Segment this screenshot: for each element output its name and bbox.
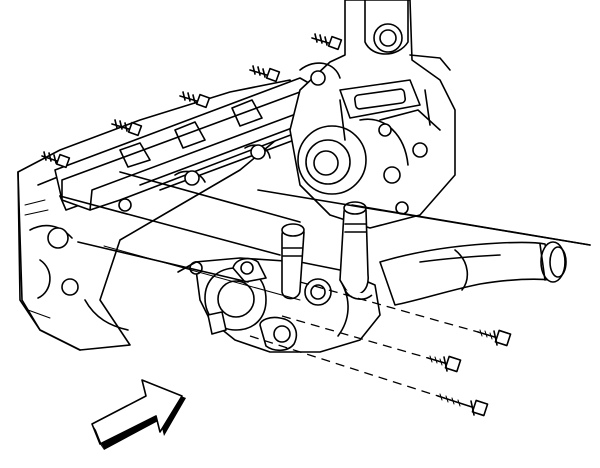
outlet-pipe-left-icon: [281, 223, 305, 300]
bolt-2-icon: [427, 355, 462, 373]
cylinder-head-icon: [54, 77, 331, 212]
direction-arrow-icon: [91, 379, 186, 450]
bolt-paths: [103, 245, 479, 397]
water-pump-icon: [289, 0, 456, 229]
bolt-3-icon: [437, 393, 489, 417]
stud-5-icon: [311, 33, 343, 51]
stud-4-icon: [249, 65, 281, 83]
coolant-pipe-icon: [379, 241, 567, 306]
stud-3-icon: [179, 91, 211, 109]
bolt-1-icon: [477, 329, 512, 347]
outlet-pipe-right-icon: [339, 201, 373, 300]
head-studs: [41, 33, 343, 169]
stud-2-icon: [111, 119, 143, 137]
stud-1-icon: [41, 151, 71, 169]
